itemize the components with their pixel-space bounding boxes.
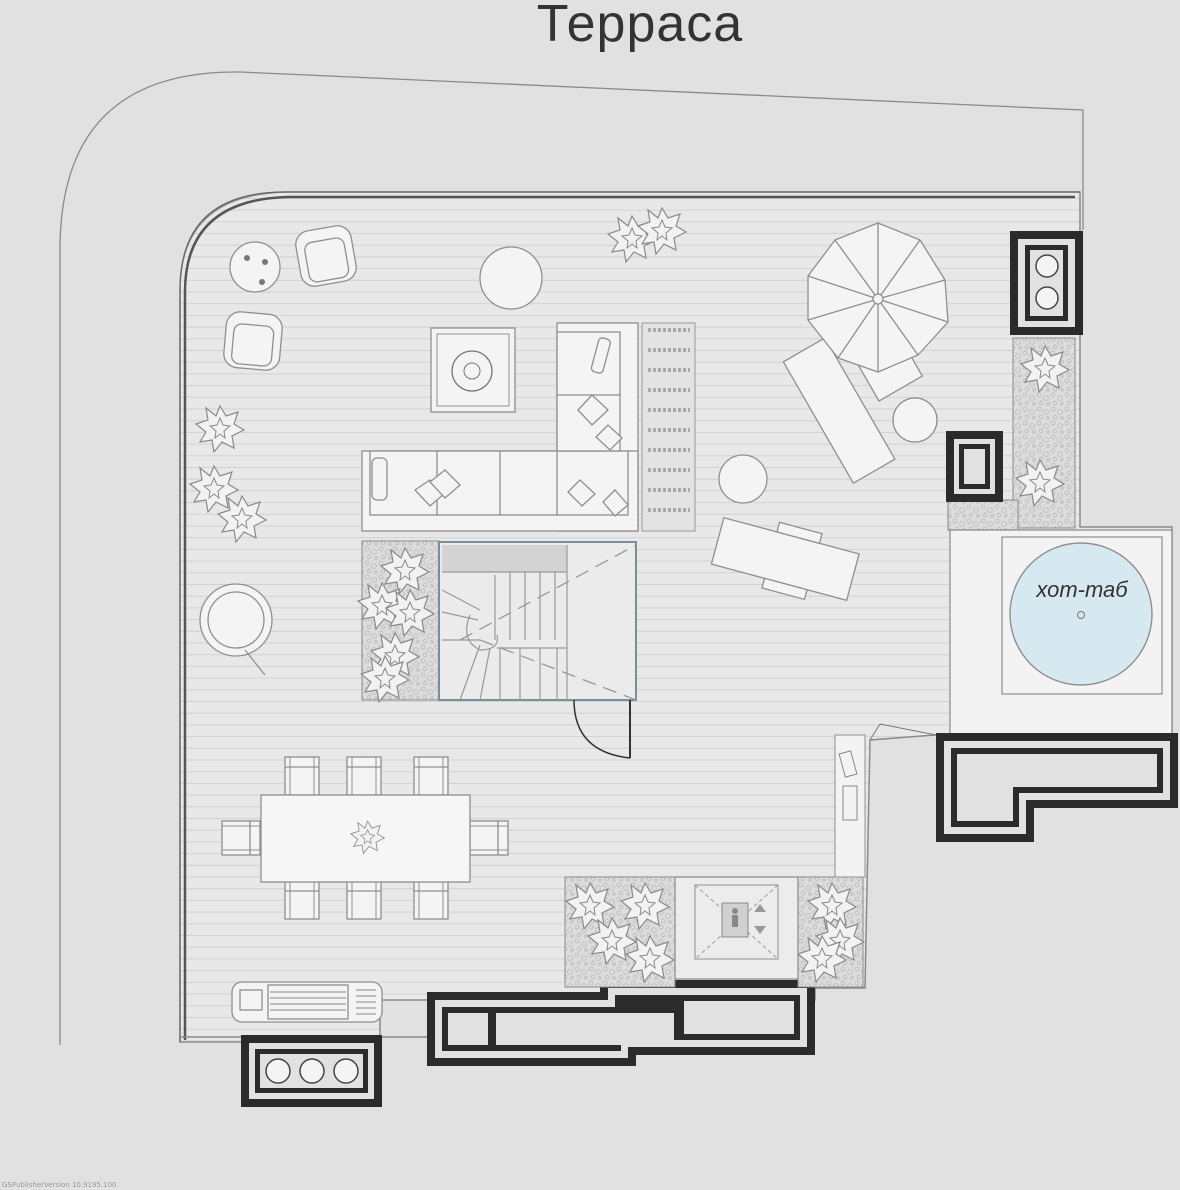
planter-bottom-left xyxy=(241,1035,382,1107)
lift-icon xyxy=(674,876,799,980)
grill-icon xyxy=(231,981,383,1023)
hot-tub xyxy=(949,529,1173,736)
staircase xyxy=(357,540,637,759)
plan-title: Террасa xyxy=(536,0,744,53)
column-top-right xyxy=(1010,231,1083,335)
column-middle xyxy=(946,431,1003,502)
sofa xyxy=(361,322,639,532)
outer-boundary xyxy=(59,71,1084,1045)
railing xyxy=(183,195,1075,1040)
dining-table xyxy=(221,756,509,920)
version-stamp: GSPublisherVersion 10.9195.100 xyxy=(2,1181,117,1189)
hottub-label: хот-таб xyxy=(1035,577,1129,602)
umbrella-icon xyxy=(782,222,949,485)
